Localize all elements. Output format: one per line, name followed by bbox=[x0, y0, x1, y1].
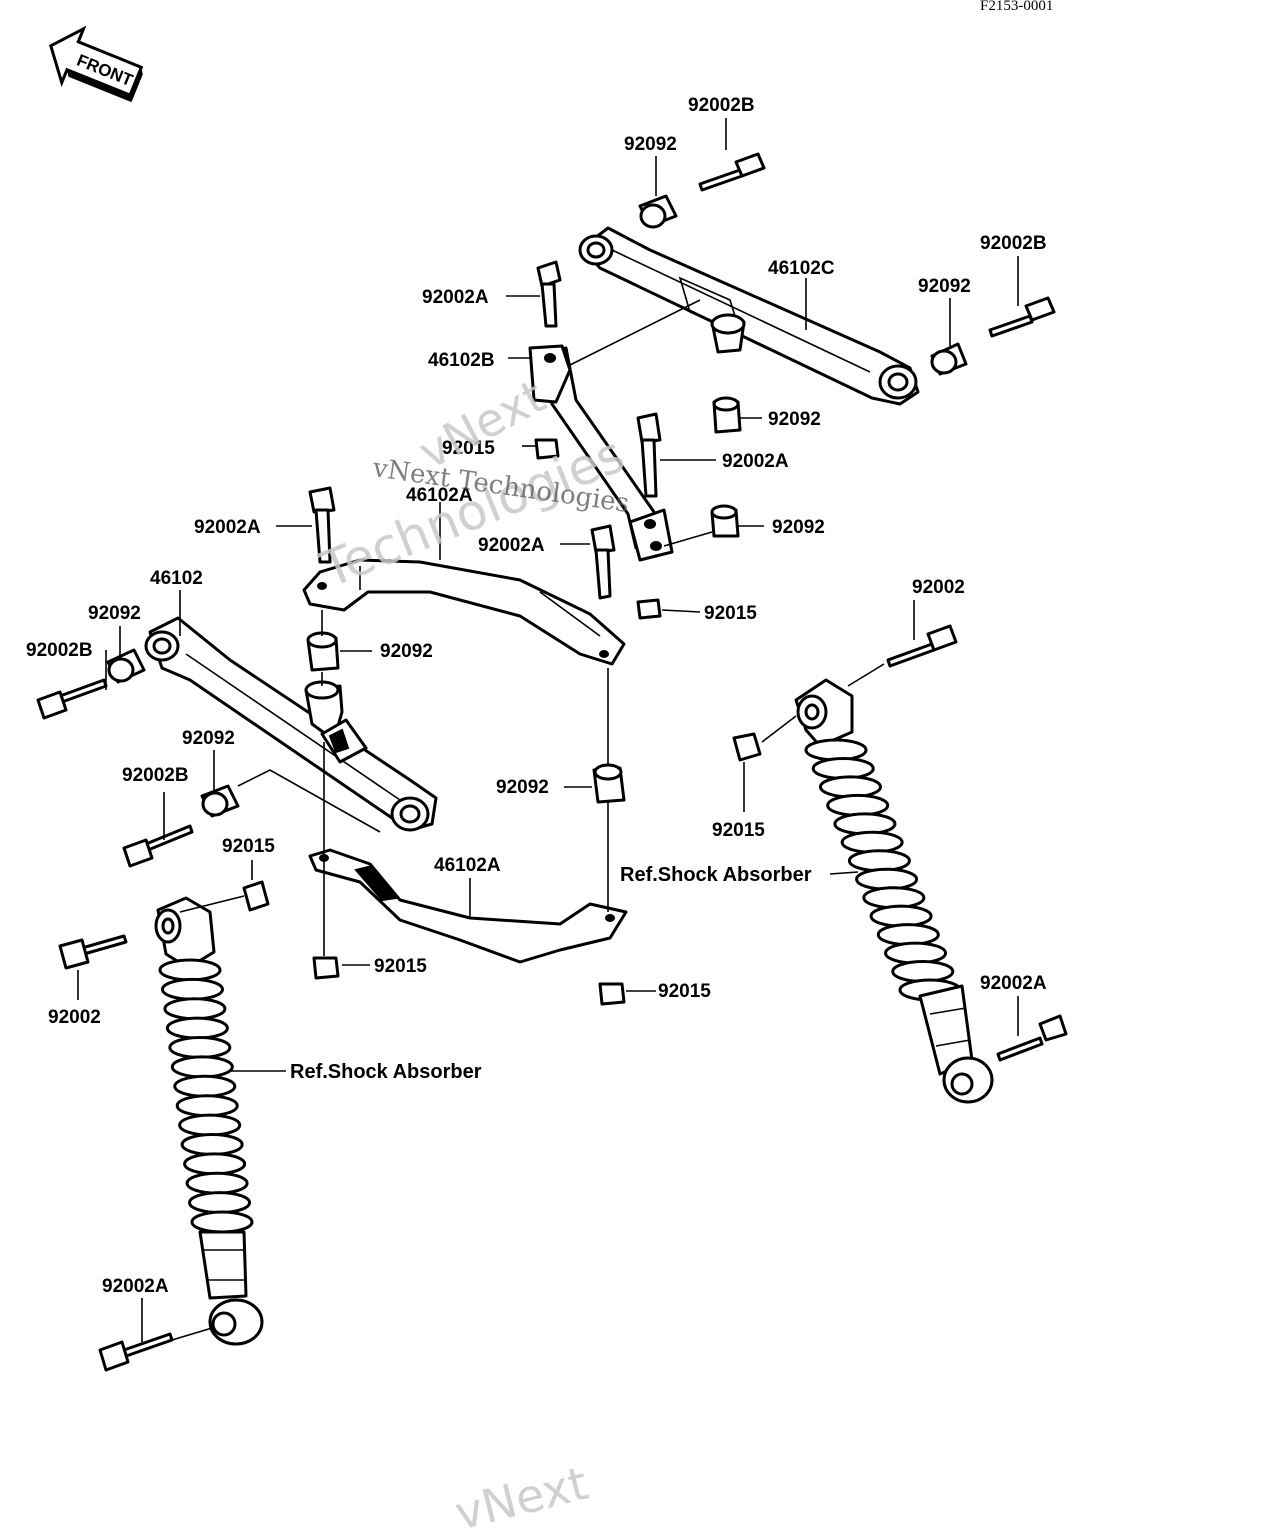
part-labels: 92002B 92092 92002B 46102C 92092 92002A … bbox=[26, 95, 1047, 1297]
front-arrow-icon: FRONT bbox=[48, 25, 144, 103]
spring-coil bbox=[188, 1191, 252, 1215]
spring-coil bbox=[847, 849, 911, 873]
spring-coil bbox=[811, 756, 875, 780]
label-92092-link: 92092 bbox=[772, 517, 825, 538]
bushing-92092-bush bbox=[306, 631, 340, 672]
bushing-92092-left bbox=[106, 648, 146, 684]
bolt-92002-right bbox=[886, 624, 958, 668]
bolt-92002b-top bbox=[698, 152, 766, 192]
label-92002b-top: 92002B bbox=[688, 95, 755, 116]
bolt-92002a-left bbox=[308, 486, 336, 564]
bolt-92002b-left bbox=[36, 678, 108, 720]
label-92092-bush: 92092 bbox=[380, 641, 433, 662]
bolt-92002a-right bbox=[996, 1014, 1068, 1062]
bushing-92092-lower bbox=[592, 763, 626, 804]
label-46102b: 46102B bbox=[428, 350, 495, 371]
label-92002-left: 92002 bbox=[48, 1007, 101, 1028]
label-92002a-link: 92002A bbox=[478, 535, 545, 556]
nut-92015-bottom bbox=[598, 982, 626, 1006]
spring-coil bbox=[869, 904, 933, 928]
label-92092-right: 92092 bbox=[918, 276, 971, 297]
spring-coil bbox=[160, 977, 224, 1001]
shock-absorber-right bbox=[794, 678, 994, 1104]
label-92002a-upper: 92002A bbox=[422, 287, 489, 308]
spring-coil bbox=[165, 1016, 229, 1040]
label-92015-link: 92015 bbox=[704, 603, 757, 624]
label-92015-upper: 92015 bbox=[442, 438, 495, 459]
nut-92015-right bbox=[732, 732, 762, 762]
label-92015-lower: 92015 bbox=[374, 956, 427, 977]
spring-coil bbox=[818, 775, 882, 799]
label-ref-shock-right: Ref.Shock Absorber bbox=[620, 864, 812, 886]
label-92015-left: 92015 bbox=[222, 836, 275, 857]
spring-coil bbox=[175, 1094, 239, 1118]
label-46102c: 46102C bbox=[768, 258, 835, 279]
label-46102: 46102 bbox=[150, 568, 203, 589]
bolt-92002b-right bbox=[988, 296, 1056, 338]
label-92002a-left: 92002A bbox=[194, 517, 261, 538]
label-92092-left: 92092 bbox=[88, 603, 141, 624]
bushing-92092-mid bbox=[712, 396, 742, 434]
label-92015-bottom: 92015 bbox=[658, 981, 711, 1002]
leader-lines bbox=[77, 118, 1019, 1342]
spring-coil bbox=[884, 941, 948, 965]
label-92002a-right: 92002A bbox=[980, 973, 1047, 994]
spring-coil bbox=[840, 830, 904, 854]
nut-92015-left bbox=[242, 880, 270, 912]
spring-coil bbox=[183, 1152, 247, 1176]
watermark-vnext-bottom: vNext bbox=[450, 1456, 593, 1536]
label-92002a-mid: 92002A bbox=[722, 451, 789, 472]
spring-coil bbox=[891, 960, 955, 984]
spring-coil bbox=[170, 1055, 234, 1079]
label-46102a-lower: 46102A bbox=[434, 855, 501, 876]
spring-coil bbox=[862, 886, 926, 910]
label-92002-right: 92002 bbox=[912, 577, 965, 598]
spring-coil bbox=[185, 1171, 249, 1195]
bracket-46102a-upper bbox=[302, 558, 626, 666]
spring-coil bbox=[168, 1036, 232, 1060]
diagram-code: F2153-0001 bbox=[980, 0, 1053, 14]
label-92092-arm: 92092 bbox=[182, 728, 235, 749]
label-92015-right: 92015 bbox=[712, 820, 765, 841]
spring-coil bbox=[178, 1113, 242, 1137]
bushing-92092-top bbox=[638, 194, 678, 229]
spring-coil bbox=[855, 867, 919, 891]
spring-coil bbox=[833, 812, 897, 836]
bushing-92092-right bbox=[930, 342, 968, 376]
label-92002a-bottom: 92002A bbox=[102, 1276, 169, 1297]
bolt-92002a-bottom bbox=[98, 1332, 174, 1372]
spring-coil bbox=[876, 923, 940, 947]
spring-coil bbox=[190, 1210, 254, 1234]
bolt-92002a-upper bbox=[536, 260, 562, 328]
arm-46102 bbox=[144, 616, 438, 832]
cross-member-46102c bbox=[578, 226, 920, 406]
label-92002b-left: 92002B bbox=[26, 640, 93, 661]
spring-coil bbox=[158, 958, 222, 982]
bolt-92002b-arm bbox=[122, 824, 194, 868]
nut-92015-lower bbox=[312, 956, 340, 980]
bushing-92092-link bbox=[710, 504, 740, 538]
bracket-46102a-lower bbox=[308, 848, 628, 964]
spring-coil bbox=[826, 793, 890, 817]
spring-coil bbox=[163, 997, 227, 1021]
bolt-92002a-link bbox=[590, 524, 616, 600]
spring-coil bbox=[804, 738, 868, 762]
label-ref-shock-left: Ref.Shock Absorber bbox=[290, 1061, 482, 1083]
bolt-92002-left bbox=[58, 934, 128, 970]
nut-92015-link bbox=[636, 598, 662, 620]
nut-92015-upper bbox=[534, 438, 560, 460]
spring-coil bbox=[180, 1132, 244, 1156]
label-92092-top: 92092 bbox=[624, 134, 677, 155]
shock-absorber-left bbox=[154, 896, 264, 1346]
label-92092-mid: 92092 bbox=[768, 409, 821, 430]
label-92002b-right: 92002B bbox=[980, 233, 1047, 254]
label-46102a-upper: 46102A bbox=[406, 485, 473, 506]
label-92092-lower: 92092 bbox=[496, 777, 549, 798]
bolt-92002a-mid bbox=[636, 412, 662, 498]
label-92002b-arm: 92002B bbox=[122, 765, 189, 786]
bushing-92092-arm bbox=[200, 784, 240, 818]
spring-coil bbox=[173, 1074, 237, 1098]
